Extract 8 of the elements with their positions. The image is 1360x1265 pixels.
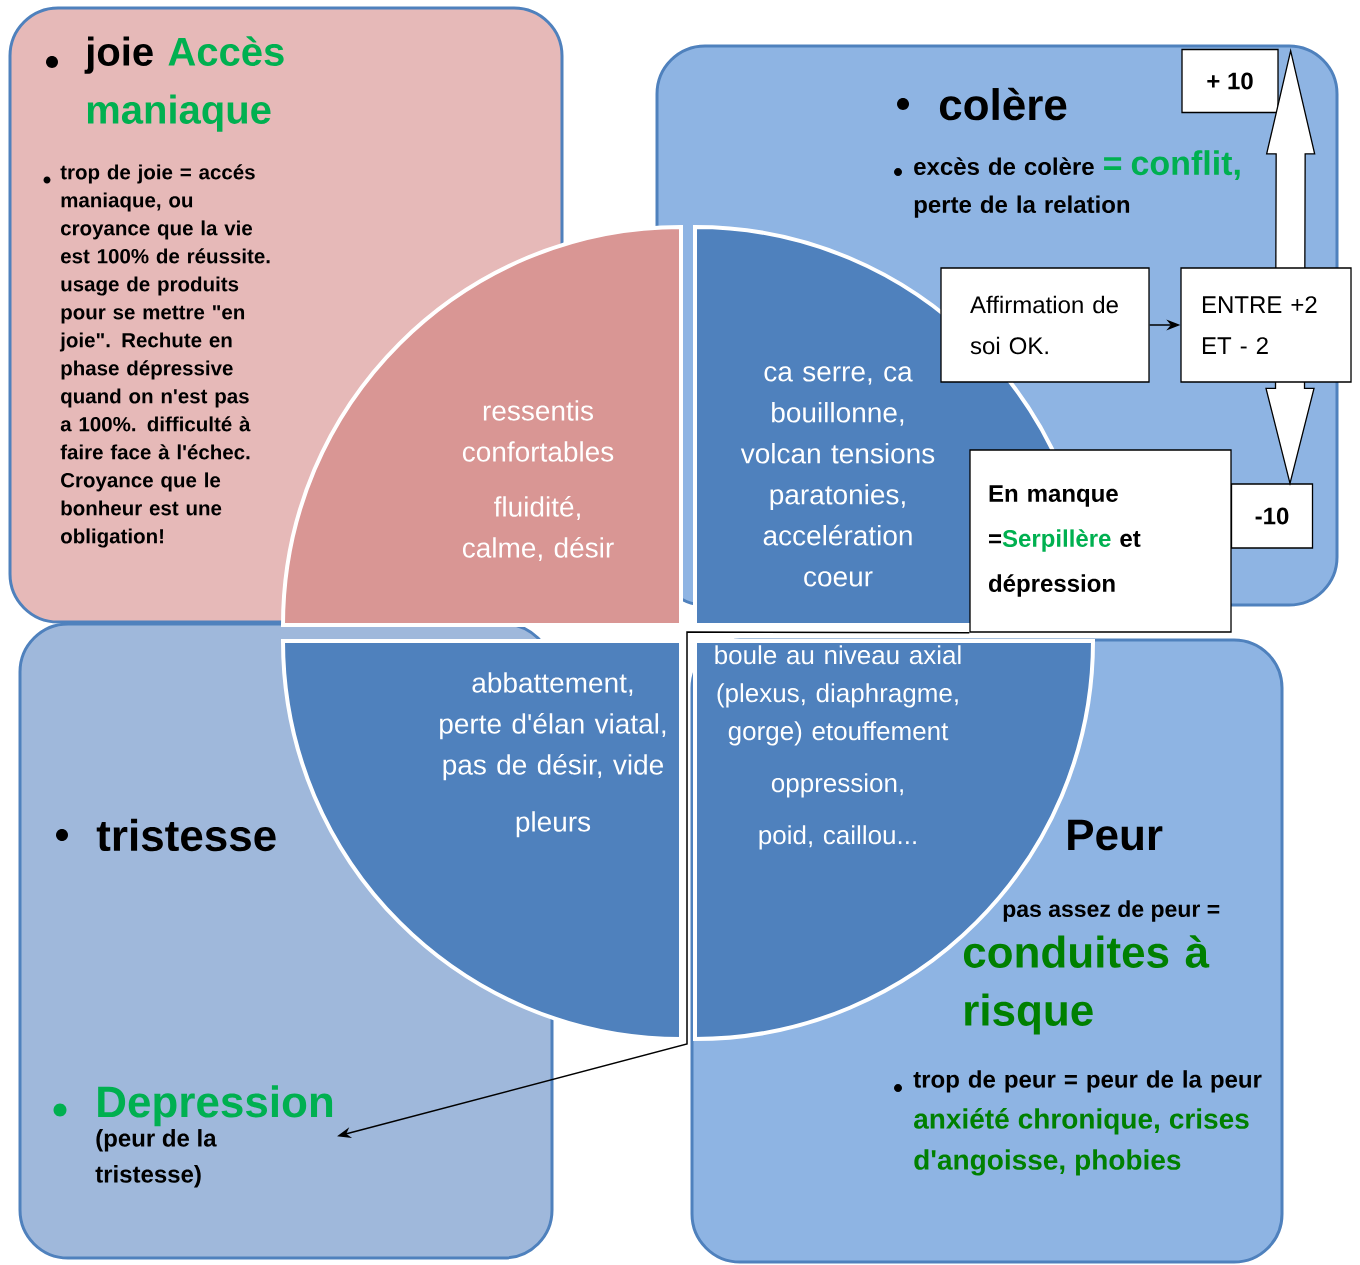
- pie-sector: ressentis confortables fluidité, calme, désir: [281, 225, 683, 627]
- text-box: -10: [1230, 483, 1314, 549]
- bullet-text: Depression (peur de la tristesse): [53, 1085, 333, 1188]
- text-box: + 10: [1181, 48, 1279, 114]
- text-box: Affirmation de soi OK.: [940, 267, 1150, 383]
- text-box: ENTRE +2 ET - 2: [1180, 267, 1352, 383]
- text-box: En manque =Serpillère et dépression: [969, 449, 1232, 633]
- pie-sector: abbattement, perte d'élan viatal, pas de désir, vide pleurs: [281, 639, 683, 1041]
